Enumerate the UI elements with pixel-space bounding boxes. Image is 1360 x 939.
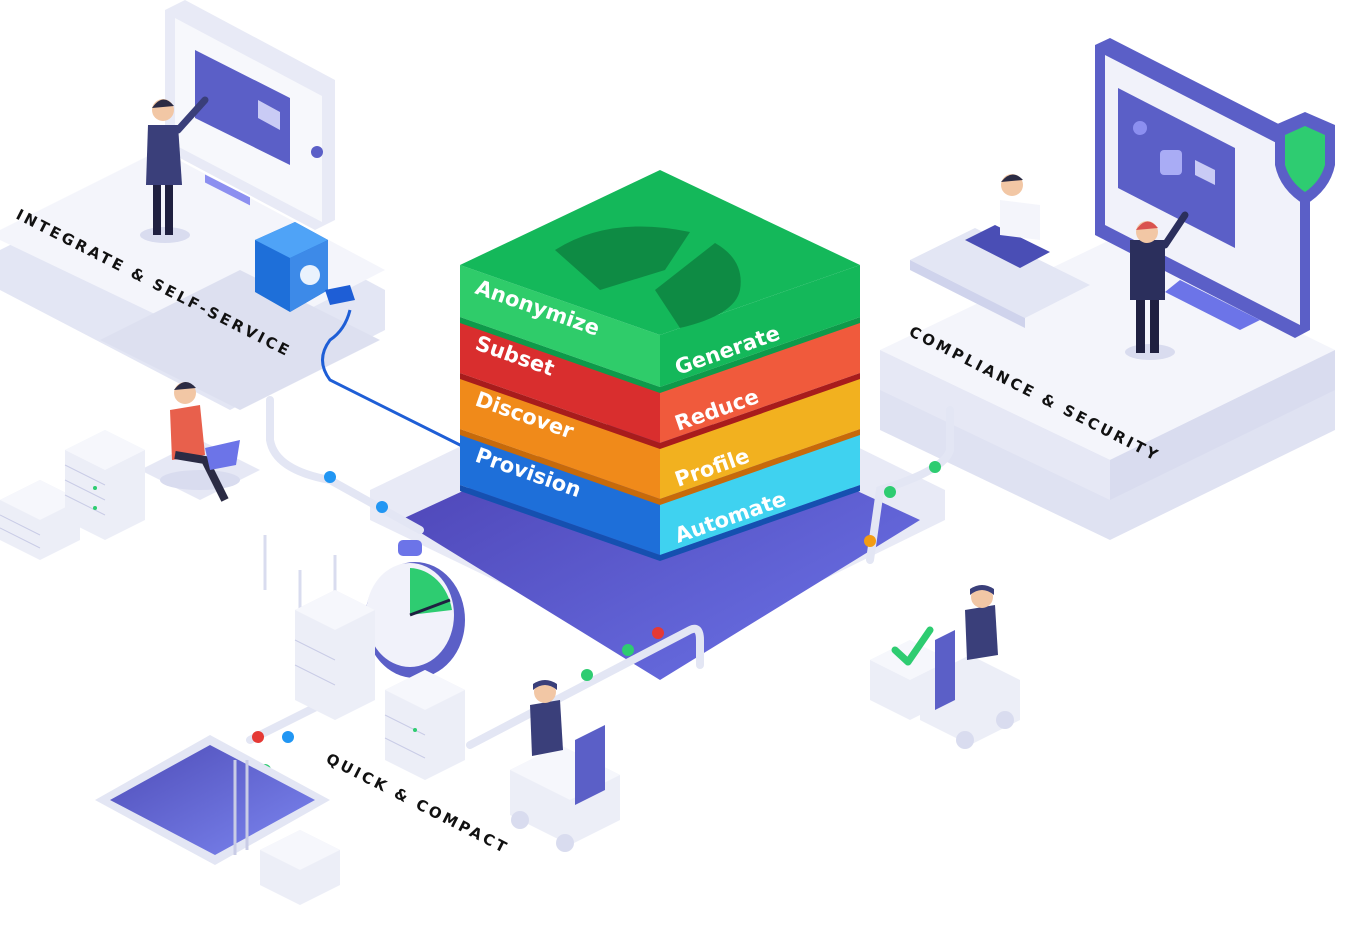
server-stack — [294, 590, 465, 780]
person-at-monitor — [1125, 211, 1189, 360]
stack-layer-right-face — [660, 377, 860, 499]
node-dot — [652, 627, 664, 639]
connector-nodes — [226, 461, 941, 829]
node-dot — [282, 731, 294, 743]
stack-layer-left-face — [460, 377, 660, 499]
node-dot — [581, 669, 593, 681]
tablet-device — [165, 0, 335, 230]
stack-layer-left-face — [460, 321, 660, 443]
node-dot — [622, 644, 634, 656]
power-socket-cube — [255, 222, 355, 312]
monitor-device — [1095, 38, 1310, 338]
node-dot — [864, 535, 876, 547]
stopwatch-icon — [365, 540, 465, 678]
person-with-laptop — [160, 381, 240, 502]
node-dot — [324, 471, 336, 483]
server-stack — [0, 430, 145, 560]
desk-with-person — [910, 174, 1090, 328]
person-at-tablet — [140, 96, 209, 243]
node-dot — [884, 486, 896, 498]
network-cable — [321, 309, 471, 452]
forklift-worker — [870, 585, 1020, 749]
node-dot — [252, 731, 264, 743]
data-pit — [95, 735, 340, 905]
node-dot — [929, 461, 941, 473]
forklift-worker — [510, 680, 620, 852]
stack-layer-right-face — [660, 433, 860, 555]
stack-layer-right-face — [660, 321, 860, 443]
stack-layer-left-face — [460, 433, 660, 555]
compliance-platform — [880, 240, 1335, 540]
node-dot — [376, 501, 388, 513]
product-logo — [555, 226, 741, 328]
stack-layer-left-face — [460, 265, 660, 387]
shield-icon — [1275, 112, 1335, 205]
stack-layer-right-face — [660, 265, 860, 387]
